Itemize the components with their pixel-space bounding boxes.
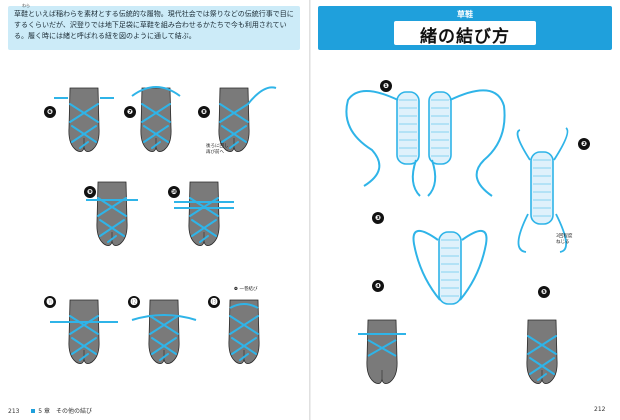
intro-text: 草鞋といえば稲わらを素材とする伝統的な履物。現代社会では祭りなどの伝統行事で目に… xyxy=(14,10,294,40)
title-sub: 草鞋 xyxy=(457,10,473,19)
figure-step-5 xyxy=(526,319,558,385)
chapter-marker xyxy=(31,409,36,413)
step-badge-1: ❶ xyxy=(380,80,392,92)
figure-step-10 xyxy=(174,181,234,247)
page-number-right: 212 xyxy=(594,406,606,413)
step-badge-9: ❾ xyxy=(84,186,96,198)
step-badge-10: ❿ xyxy=(168,186,180,198)
figure-step-4 xyxy=(358,319,406,385)
figure-step-9 xyxy=(86,181,138,247)
figure-step-2 xyxy=(516,127,569,253)
step-badge-12: ⓬ xyxy=(128,296,140,308)
figure-step-8 xyxy=(218,86,277,153)
title-main-box: 緒の結び方 xyxy=(394,21,536,47)
step-badge-6: ❻ xyxy=(44,106,56,118)
figure-step-13 xyxy=(228,299,260,365)
figure-step-6 xyxy=(54,87,114,153)
page-number-left: 213 xyxy=(8,408,20,415)
step-badge-5: ❺ xyxy=(538,286,550,298)
note-step-13: ❹ 一巻結び xyxy=(234,287,258,292)
step-badge-2: ❷ xyxy=(578,138,590,150)
note-step-8: 後ろに回し 再び前へ xyxy=(206,144,229,155)
footer-left: 213 5 章 その他の結び xyxy=(8,406,92,415)
step-badge-7: ❼ xyxy=(124,106,136,118)
step-badge-3: ❸ xyxy=(372,212,384,224)
step-badge-8: ❽ xyxy=(198,106,210,118)
figure-step-7 xyxy=(131,86,181,153)
figure-step-12 xyxy=(131,299,197,365)
step-badge-4: ❹ xyxy=(372,280,384,292)
title-banner: 草鞋 緒の結び方 xyxy=(318,6,612,50)
page-title: 緒の結び方 xyxy=(420,27,510,47)
figure-step-1 xyxy=(345,89,506,197)
intro-box xyxy=(8,6,300,50)
page-gutter xyxy=(309,0,311,420)
intro-furigana: わら xyxy=(22,3,30,8)
chapter-label: 5 章 その他の結び xyxy=(38,408,93,415)
figure-step-3 xyxy=(412,230,488,305)
note-step-2: 3回程度 ねじる xyxy=(556,234,573,245)
step-badge-11: ⓫ xyxy=(44,296,56,308)
step-badge-13: ⓭ xyxy=(208,296,220,308)
figure-step-11 xyxy=(50,299,118,365)
